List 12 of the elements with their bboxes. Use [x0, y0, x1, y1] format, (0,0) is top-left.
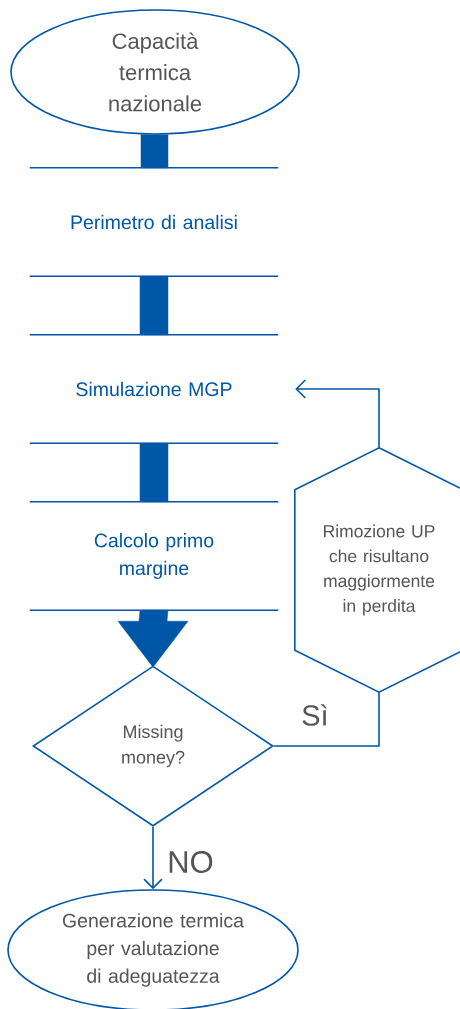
edge-label: NO: [166, 850, 215, 874]
edge-label: Sì: [300, 703, 330, 727]
arrow: [143, 826, 163, 890]
connector: [140, 134, 169, 169]
process-step: Perimetro di analisi: [29, 167, 279, 277]
process-step: Simulazione MGP: [29, 334, 279, 444]
connector: [273, 691, 380, 747]
arrow: [295, 379, 380, 449]
process-step: Calcolo primo margine: [29, 501, 279, 611]
connector: [139, 442, 169, 503]
arrow: [117, 609, 189, 668]
connector: [139, 275, 169, 336]
